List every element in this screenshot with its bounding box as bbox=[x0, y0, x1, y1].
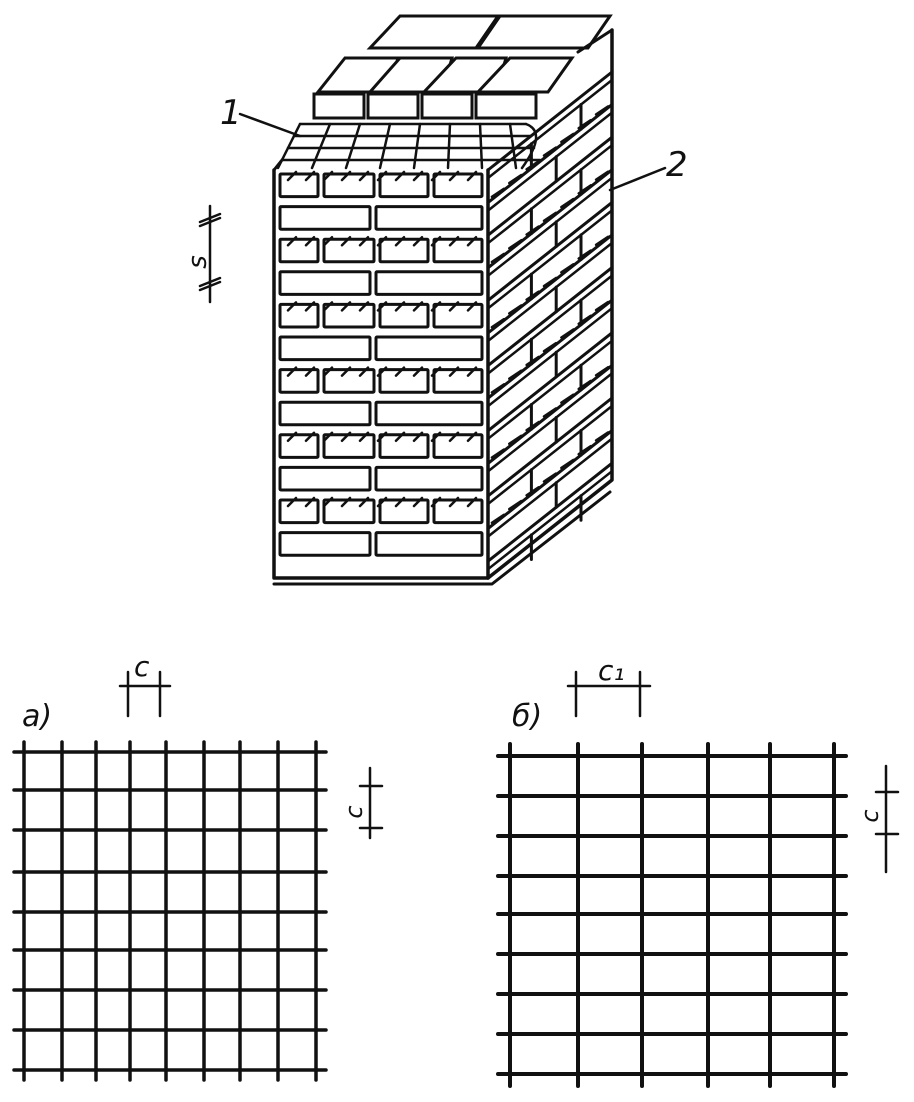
front-brick bbox=[278, 237, 320, 264]
pillar-front-courses bbox=[278, 170, 484, 557]
side-joint bbox=[486, 78, 614, 180]
side-joint bbox=[486, 339, 614, 441]
front-brick bbox=[378, 237, 430, 264]
front-brick bbox=[322, 368, 376, 394]
mesh-b-caption: б) bbox=[512, 699, 542, 734]
side-joint bbox=[486, 306, 614, 408]
front-brick bbox=[378, 433, 430, 459]
side-joint bbox=[486, 274, 614, 375]
front-brick bbox=[374, 335, 484, 362]
front-brick bbox=[378, 302, 430, 329]
front-brick bbox=[378, 498, 430, 525]
side-joint bbox=[486, 241, 614, 343]
front-brick bbox=[278, 531, 372, 557]
mesh-b: б) c₁ c bbox=[496, 654, 900, 1088]
front-brick bbox=[432, 368, 484, 394]
front-brick bbox=[374, 205, 484, 231]
side-joint bbox=[486, 461, 614, 563]
front-brick bbox=[322, 172, 376, 199]
side-joint bbox=[486, 111, 614, 212]
side-joint bbox=[486, 469, 614, 571]
dimension-s-label: s bbox=[183, 255, 213, 269]
mesh-b-dim-v-label: c bbox=[856, 809, 884, 822]
callout-2: 2 bbox=[608, 145, 688, 192]
front-brick bbox=[432, 172, 484, 199]
side-mesh-ties bbox=[490, 105, 610, 199]
callout-1: 1 bbox=[220, 93, 302, 138]
pillar-side-courses bbox=[486, 70, 614, 571]
front-brick bbox=[278, 302, 320, 329]
callout-1-label: 1 bbox=[220, 93, 242, 133]
front-brick bbox=[278, 400, 372, 427]
front-brick bbox=[374, 400, 484, 427]
side-mesh-ties bbox=[490, 170, 610, 264]
front-brick bbox=[432, 498, 484, 525]
front-brick bbox=[278, 465, 372, 492]
mesh-a-dim-vertical: c bbox=[340, 766, 384, 840]
bed-joint-mesh bbox=[286, 431, 478, 443]
bed-joint-mesh bbox=[286, 301, 478, 312]
bed-joint-mesh bbox=[286, 496, 478, 508]
side-joint bbox=[486, 200, 614, 302]
bed-joint-mesh bbox=[286, 366, 478, 377]
front-brick bbox=[278, 270, 372, 296]
side-joint bbox=[486, 135, 614, 237]
mesh-a-caption: а) bbox=[22, 699, 52, 734]
side-joint bbox=[486, 143, 614, 245]
mesh-b-dim-vertical: c bbox=[856, 764, 900, 874]
brick-pillar: 1 2 s bbox=[183, 14, 688, 586]
front-brick bbox=[432, 433, 484, 459]
front-brick bbox=[432, 302, 484, 329]
mesh-b-grid bbox=[496, 742, 848, 1088]
front-brick bbox=[432, 237, 484, 264]
side-joint bbox=[486, 396, 614, 498]
side-joint bbox=[486, 437, 614, 538]
mesh-b-dim-h-label: c₁ bbox=[598, 654, 625, 687]
front-brick bbox=[378, 172, 430, 199]
front-brick bbox=[374, 270, 484, 296]
pillar-side-face bbox=[486, 28, 614, 580]
side-joint bbox=[486, 70, 614, 172]
mesh-a-dim-h-label: c bbox=[134, 650, 150, 683]
front-brick bbox=[278, 205, 372, 231]
side-mesh-ties bbox=[490, 300, 610, 394]
front-brick bbox=[322, 302, 376, 329]
dimension-s: s bbox=[183, 204, 222, 304]
front-brick bbox=[278, 172, 320, 199]
side-joint bbox=[486, 331, 614, 433]
front-brick bbox=[278, 498, 320, 525]
side-mesh-ties bbox=[490, 431, 610, 525]
front-brick bbox=[374, 465, 484, 492]
side-joint bbox=[486, 209, 614, 310]
side-joint bbox=[486, 404, 614, 506]
mesh-a-dim-v-label: c bbox=[340, 805, 368, 818]
mesh-a: а) c c bbox=[12, 650, 384, 1082]
front-brick bbox=[378, 368, 430, 394]
pillar-top bbox=[312, 14, 613, 120]
front-brick bbox=[322, 498, 376, 525]
side-mesh-ties bbox=[490, 365, 610, 459]
front-brick bbox=[322, 433, 376, 459]
front-brick bbox=[374, 531, 484, 557]
mesh-a-grid bbox=[12, 740, 328, 1082]
front-brick bbox=[278, 368, 320, 394]
front-brick bbox=[278, 433, 320, 459]
side-mesh-ties bbox=[490, 235, 610, 329]
bed-joint-mesh bbox=[286, 235, 478, 247]
front-brick bbox=[322, 237, 376, 264]
mesh-a-dim-horizontal: c bbox=[118, 650, 172, 718]
side-joint bbox=[486, 372, 614, 473]
mesh-b-dim-horizontal: c₁ bbox=[566, 654, 652, 718]
front-brick bbox=[278, 335, 372, 362]
callout-2-label: 2 bbox=[666, 145, 688, 185]
bed-joint-mesh bbox=[286, 170, 478, 182]
side-joint bbox=[486, 176, 614, 278]
side-joint bbox=[486, 266, 614, 368]
